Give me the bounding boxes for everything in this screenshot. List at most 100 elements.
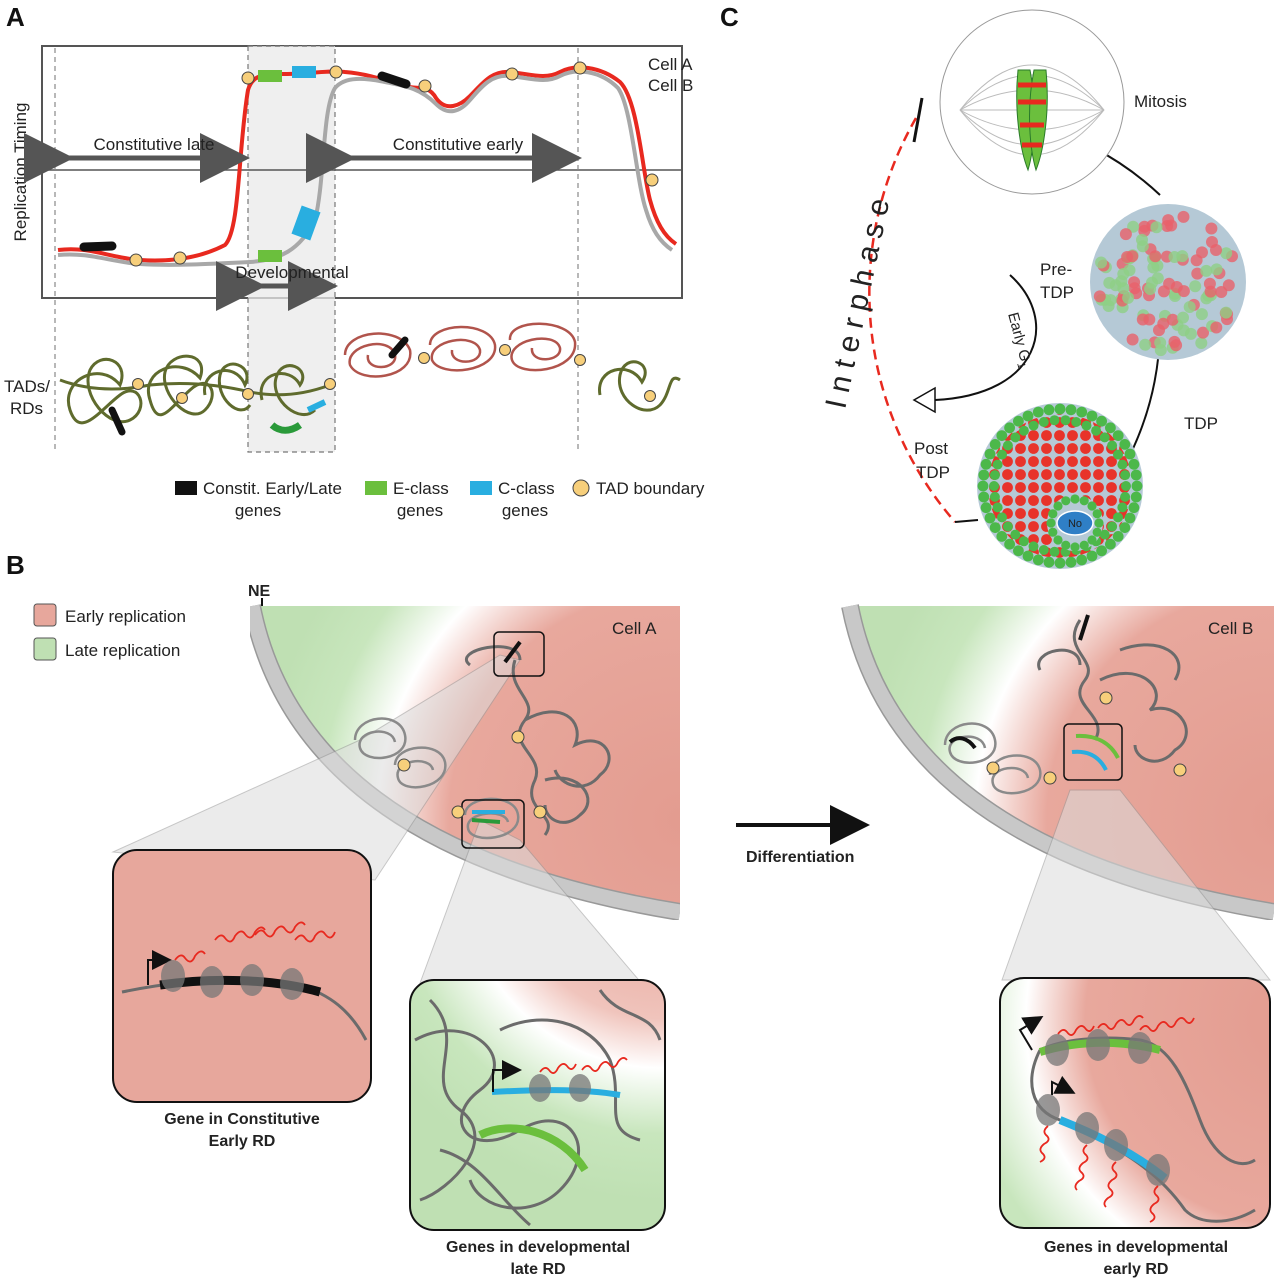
late-chromatin-dot [1043, 556, 1055, 568]
chromatin-dot [1154, 344, 1167, 357]
chromatin-dot [1200, 264, 1213, 277]
panel-label-b: B [6, 550, 25, 580]
early-g1-label: Early G1 [1001, 311, 1035, 370]
late-chromatin-dot [1032, 406, 1044, 418]
late-chromatin-dot [1099, 529, 1110, 540]
chromatin-dot [1184, 327, 1197, 340]
cycle-tick [912, 97, 924, 143]
inset-developmental-early [999, 977, 1271, 1229]
constitutive-early-label: Constitutive early [393, 135, 524, 154]
chromatin-dot [1157, 285, 1170, 298]
inset2-content [410, 980, 665, 1230]
legend-swatch-c-class [470, 481, 492, 495]
chromatin-dot [1119, 228, 1132, 241]
late-chromatin-dot [1070, 494, 1080, 504]
inset1-caption-2: Early RD [209, 1133, 276, 1150]
late-chromatin-dot [1018, 425, 1029, 436]
early-tad-chain [343, 322, 577, 378]
late-chromatin-dot [1091, 425, 1102, 436]
inset3-tss-arrow-1 [1018, 1015, 1044, 1051]
y-axis-label: Replication Timing [11, 103, 30, 242]
late-chromatin-dot [989, 470, 1000, 481]
chromatin-dot [1220, 247, 1233, 260]
tad-boundaries-b [986, 691, 1187, 785]
zoom-box-3 [1063, 723, 1123, 781]
developmental-box [247, 45, 336, 453]
chromatin-dot [1166, 313, 1179, 326]
tad-boundary-points [129, 61, 659, 267]
late-chromatin-dot [978, 491, 990, 503]
late-chromatin-dot [1046, 518, 1056, 528]
late-chromatin-dot [1081, 420, 1092, 431]
interphase-arc [868, 117, 956, 523]
inset3-chromatin [1039, 1036, 1256, 1166]
late-chromatin-dot [1049, 546, 1060, 557]
chromatin-dot [1191, 267, 1204, 280]
late-chromatin-dot [1099, 432, 1110, 443]
late-chromatin-dot [980, 502, 992, 514]
late-chromatin-dot [989, 439, 1001, 450]
late-chromatin-dot [997, 512, 1007, 523]
inset2-c-class-gene [491, 1087, 621, 1098]
late-chromatin-dot [1086, 550, 1098, 562]
late-tad-chain [59, 354, 681, 425]
late-chromatin-dot [1076, 406, 1088, 418]
legend-swatch-const [175, 481, 197, 495]
chromatin-dot [1126, 250, 1139, 263]
chromatin-dot [1197, 326, 1209, 339]
e-class-mark [258, 70, 282, 82]
late-chromatin-dot [984, 512, 996, 524]
chromatin-dot [1196, 246, 1208, 259]
nucleolus-late-chromatin [1046, 494, 1104, 552]
late-chromatin-dot [1105, 538, 1116, 550]
late-chromatin-dot [1105, 422, 1116, 434]
chromatin-dot [1177, 311, 1189, 324]
post-tdp-label-2: TDP [916, 463, 950, 482]
late-chromatin-dot [1028, 541, 1039, 552]
legend-c-class-2: genes [502, 501, 548, 520]
e-class-gene-tad [269, 422, 303, 434]
chromatin-loops-b [1037, 619, 1188, 763]
early-g1-arc [934, 274, 1037, 401]
late-chromatin-dot [1053, 501, 1063, 511]
late-chromatin-dot [1071, 417, 1082, 427]
const-gene-mark [79, 241, 117, 252]
chromatin-dot [1204, 285, 1217, 298]
e-class-mark [258, 250, 282, 262]
late-chromatin-dot [996, 430, 1008, 441]
panel-label-a: A [6, 2, 25, 32]
chromatin-dot [1210, 321, 1223, 334]
late-chromatin-dot [1038, 417, 1049, 427]
chromatin-tads-a [353, 717, 520, 840]
chromatin-dot [1136, 240, 1149, 253]
zoom-box-2 [461, 799, 525, 849]
tad-boundaries-a [397, 730, 547, 819]
late-chromatin-dot [1065, 556, 1077, 568]
early-g1-text: Early G [1004, 311, 1033, 364]
late-chromatin-dot [1070, 542, 1080, 552]
late-chromatin-dot [989, 481, 999, 491]
nucleolus-label: No [1068, 518, 1082, 530]
ne-label: NE [248, 583, 271, 600]
inset2-tss-arrow [492, 1060, 522, 1092]
panel-label-c: C [720, 2, 739, 32]
late-chromatin-dot [1117, 459, 1128, 470]
late-chromatin-dot [1076, 554, 1088, 566]
inset2-caption-2: late RD [510, 1261, 565, 1278]
legend-late-label: Late replication [65, 641, 180, 660]
inset1-tss-arrow [147, 950, 172, 985]
const-gene-tad [388, 336, 409, 359]
inset2-background [410, 980, 665, 1230]
late-chromatin-dot [1028, 420, 1039, 431]
late-chromatin-dot [1119, 439, 1131, 450]
cell-a-b-label: Cell A [612, 619, 657, 638]
late-chromatin-dot [1010, 529, 1021, 540]
chromatin-dot [1144, 283, 1157, 295]
tad-boundary-row [132, 344, 656, 404]
late-chromatin-dot [1002, 440, 1013, 451]
c-class-mark [291, 205, 321, 241]
zoom-box-1 [493, 631, 545, 677]
legend-e-class-2: genes [397, 501, 443, 520]
late-chromatin-dot [1013, 545, 1024, 557]
